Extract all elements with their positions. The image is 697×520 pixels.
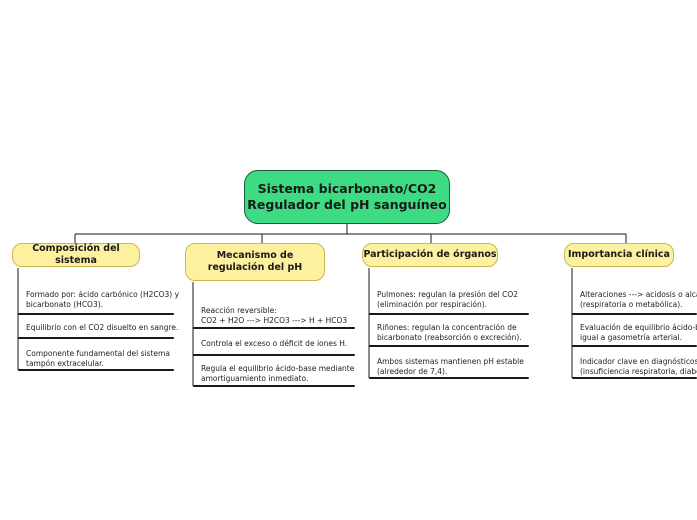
leaf-item[interactable]: Formado por: ácido carbónico (H2CO3) y b… — [26, 290, 179, 310]
root-title-line1: Sistema bicarbonato/CO2 — [257, 181, 437, 196]
leaf-underline — [18, 369, 174, 371]
leaf-text: Formado por: ácido carbónico (H2CO3) y — [26, 290, 180, 299]
leaf-text: CO2 + H2O ---> H2CO3 ---> H + HCO3 — [201, 316, 348, 325]
leaf-item[interactable]: Pulmones: regulan la presión del CO2 (el… — [377, 290, 518, 310]
leaf-underline — [572, 345, 697, 347]
leaf-text: Evaluación de equilibrio ácido-base — [580, 323, 697, 332]
leaf-text: (alrededor de 7,4). — [377, 367, 448, 376]
leaf-item[interactable]: Reacción reversible: CO2 + H2O ---> H2CO… — [201, 306, 347, 326]
leaf-underline — [572, 313, 697, 315]
leaf-item[interactable]: Componente fundamental del sistema tampó… — [26, 349, 170, 369]
root-title-line2: Regulador del pH sanguíneo — [247, 197, 447, 212]
leaf-text: (eliminación por respiración). — [377, 300, 488, 309]
leaf-text: Controla el exceso o déficit de iones H. — [201, 339, 348, 348]
leaf-text: Alteraciones ---> acidosis o alcalosis — [580, 290, 697, 299]
leaf-text: (insuficiencia respiratoria, diabetes). — [580, 367, 697, 376]
leaf-text: Ambos sistemas mantienen pH estable — [377, 357, 524, 366]
branch-importancia[interactable]: Importancia clínica — [564, 243, 674, 267]
leaf-item[interactable]: Equilibrio con el CO2 disuelto en sangre… — [26, 323, 178, 333]
leaf-underline — [193, 385, 355, 387]
leaf-text: amortiguamiento inmediato. — [201, 374, 309, 383]
branch-title: Mecanismo de regulación del pH — [207, 250, 303, 273]
leaf-item[interactable]: Ambos sistemas mantienen pH estable (alr… — [377, 357, 524, 377]
leaf-text: Reacción reversible: — [201, 306, 277, 315]
leaf-text: Pulmones: regulan la presión del CO2 — [377, 290, 519, 299]
leaf-underline — [572, 377, 697, 379]
leaf-text: Equilibrio con el CO2 disuelto en sangre… — [26, 323, 179, 332]
leaf-underline — [193, 327, 355, 329]
leaf-text: Regula el equilibrio ácido-base mediante — [201, 364, 355, 373]
leaf-text: bicarbonato (HCO3). — [26, 300, 104, 309]
branch-title: Participación de órganos — [363, 249, 497, 260]
branch-participacion[interactable]: Participación de órganos — [362, 243, 498, 267]
leaf-item[interactable]: Evaluación de equilibrio ácido-base igua… — [580, 323, 697, 343]
leaf-text: Indicador clave en diagnósticos — [580, 357, 697, 366]
leaf-underline — [193, 354, 355, 356]
leaf-text: Componente fundamental del sistema — [26, 349, 170, 358]
branch-title: Composición del sistema — [32, 243, 120, 266]
leaf-text: tampón extracelular. — [26, 359, 104, 368]
leaf-item[interactable]: Controla el exceso o déficit de iones H. — [201, 339, 347, 349]
root-topic[interactable]: Sistema bicarbonato/CO2 Regulador del pH… — [244, 170, 450, 224]
branch-mecanismo[interactable]: Mecanismo de regulación del pH — [185, 243, 325, 281]
leaf-item[interactable]: Regula el equilibrio ácido-base mediante… — [201, 364, 354, 384]
leaf-item[interactable]: Indicador clave en diagnósticos (insufic… — [580, 357, 697, 377]
leaf-underline — [369, 313, 529, 315]
leaf-underline — [369, 345, 529, 347]
leaf-item[interactable]: Riñones: regulan la concentración de bic… — [377, 323, 522, 343]
leaf-text: bicarbonato (reabsorción o excreción). — [377, 333, 522, 342]
leaf-text: (respiratoria o metabólica). — [580, 300, 683, 309]
leaf-underline — [18, 313, 174, 315]
branch-title: Importancia clínica — [568, 249, 670, 260]
leaf-underline — [18, 337, 174, 339]
branch-composicion[interactable]: Composición del sistema — [12, 243, 140, 267]
leaf-item[interactable]: Alteraciones ---> acidosis o alcalosis (… — [580, 290, 697, 310]
leaf-text: igual a gasometría arterial. — [580, 333, 682, 342]
leaf-text: Riñones: regulan la concentración de — [377, 323, 517, 332]
leaf-underline — [369, 377, 529, 379]
